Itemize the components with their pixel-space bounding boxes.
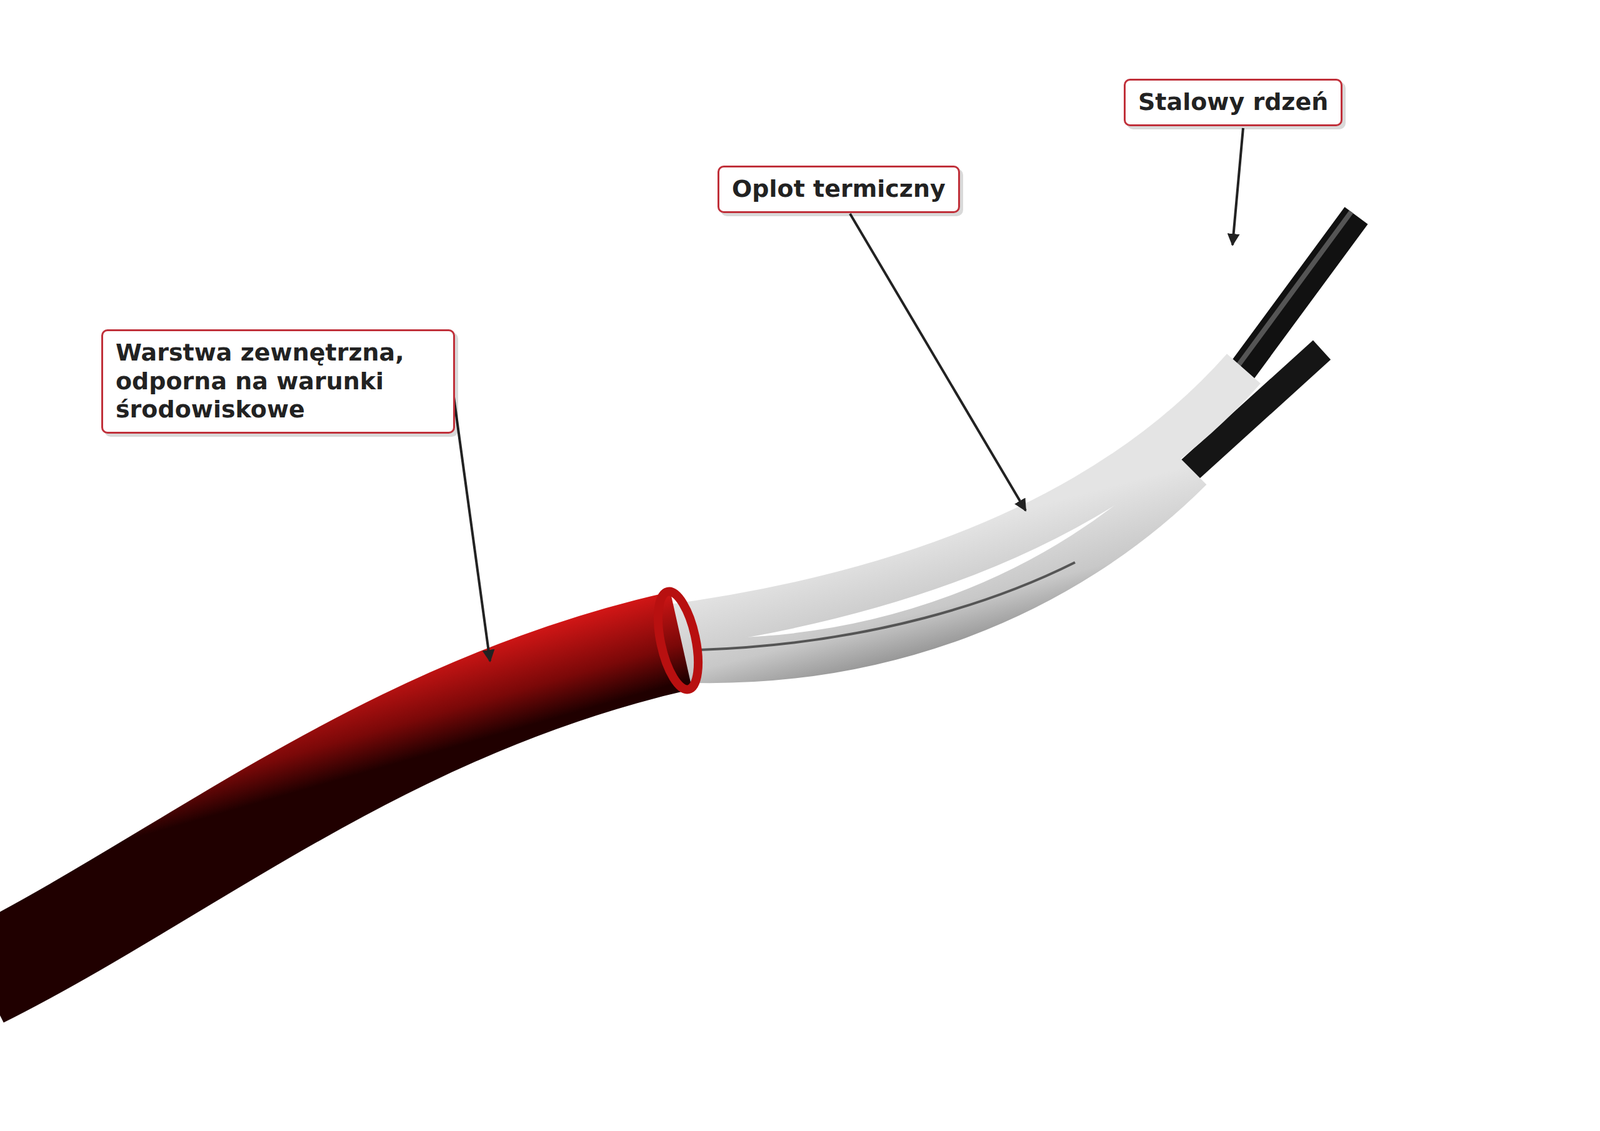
leader-line xyxy=(1232,128,1244,245)
callout-box: Stalowy rdzeń xyxy=(1123,78,1343,127)
leader-line xyxy=(451,378,490,662)
sheath-end xyxy=(650,588,706,694)
callout-label: Warstwa zewnętrzna, odporna na warunki ś… xyxy=(115,338,441,425)
leader-line xyxy=(850,213,1026,511)
callout-label: Oplot termiczny xyxy=(731,175,946,204)
callout-label: Stalowy rdzeń xyxy=(1138,88,1329,117)
thermal-braid xyxy=(662,368,1244,629)
outer-sheath xyxy=(0,640,682,979)
callout-box: Oplot termiczny xyxy=(717,165,960,214)
callout-box: Warstwa zewnętrzna, odporna na warunki ś… xyxy=(101,329,455,434)
